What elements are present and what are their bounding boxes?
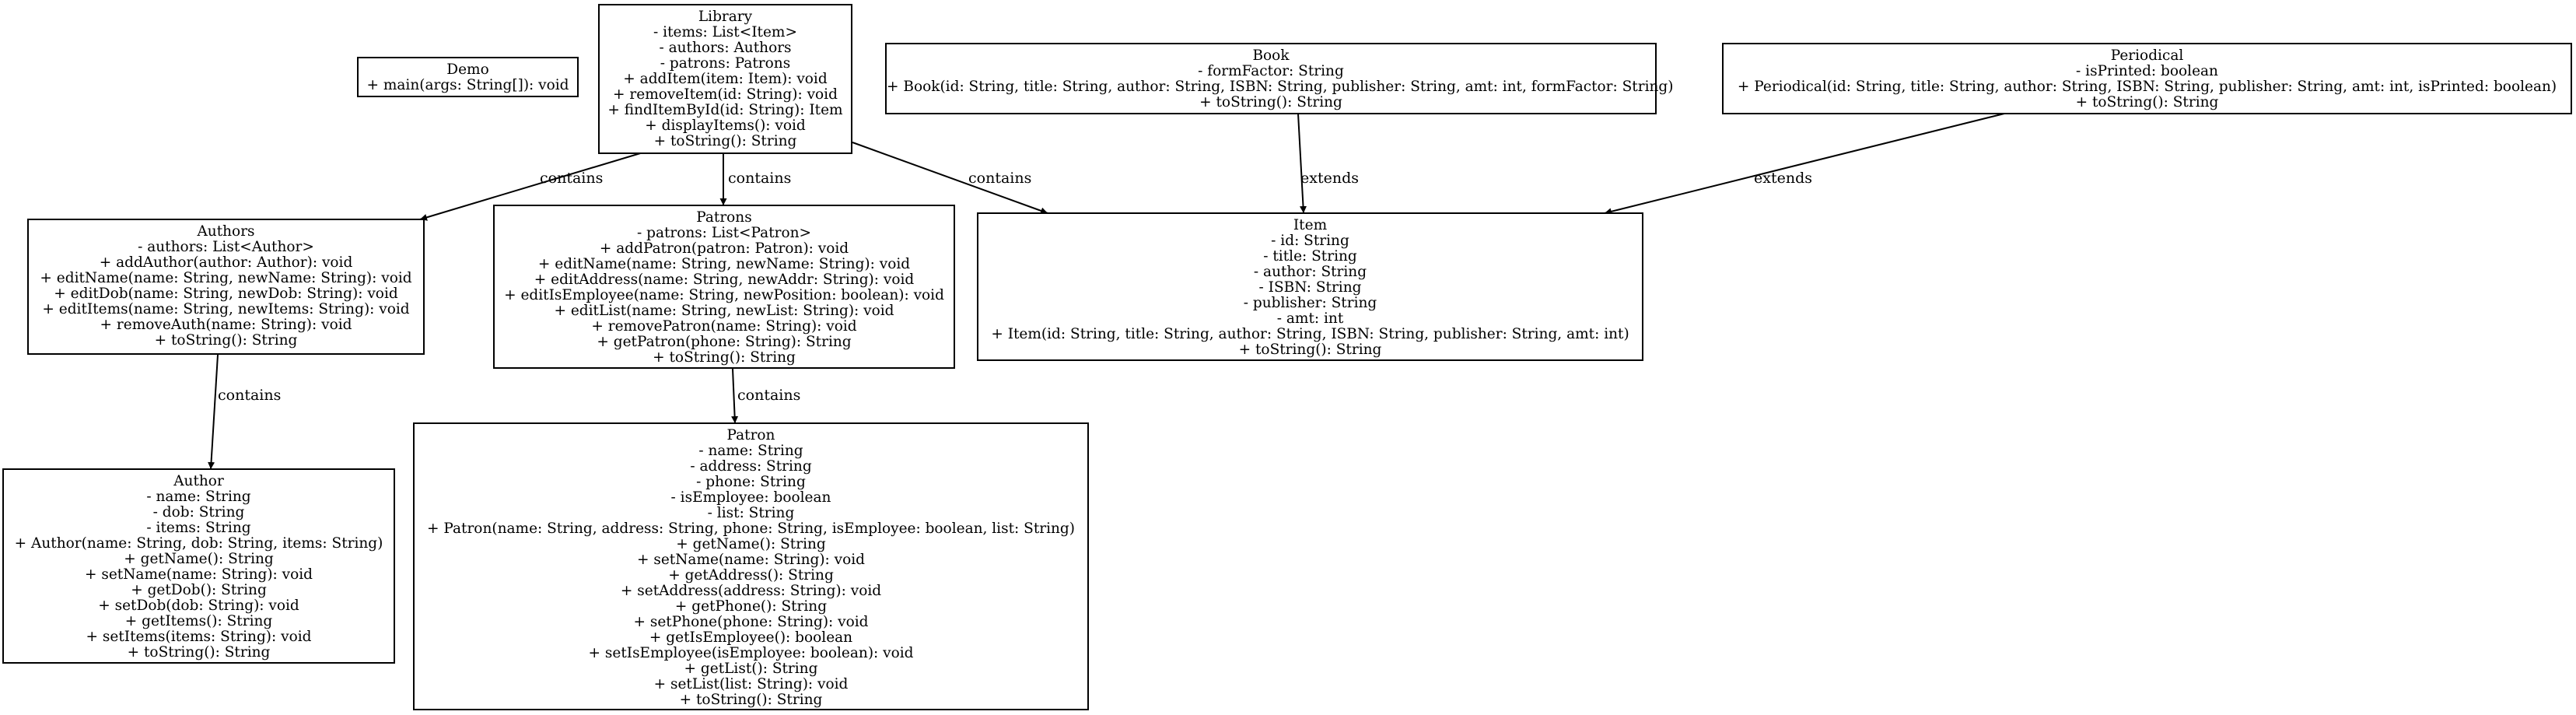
class-member: + removePatron(name: String): void	[591, 318, 857, 335]
class-member: + Author(name: String, dob: String, item…	[14, 535, 383, 552]
class-member: + getName(): String	[676, 536, 826, 552]
class-library: Library- items: List<Item>- authors: Aut…	[598, 4, 852, 154]
class-title: Periodical	[2110, 47, 2184, 64]
edge-label-book-to-item: extends	[1300, 170, 1359, 187]
edge-book-to-item	[1297, 113, 1307, 214]
class-member: + toString(): String	[127, 644, 271, 661]
class-title: Authors	[197, 223, 255, 240]
class-demo: Demo+ main(args: String[]): void	[357, 57, 579, 97]
class-member: + getDob(): String	[131, 582, 267, 598]
class-title: Item	[1293, 217, 1328, 233]
class-title: Demo	[446, 61, 489, 78]
class-member: + getIsEmployee(): boolean	[649, 629, 853, 646]
class-member: - ISBN: String	[1258, 279, 1362, 296]
class-member: + setPhone(phone: String): void	[633, 614, 869, 630]
class-member: + addItem(item: Item): void	[623, 71, 828, 87]
edge-periodical-to-item	[1604, 113, 2005, 216]
class-member: + setName(name: String): void	[84, 566, 313, 583]
class-periodical: Periodical- isPrinted: boolean+ Periodic…	[1722, 43, 2572, 114]
class-patron: Patron- name: String- address: String- p…	[413, 422, 1089, 710]
class-member: + toString(): String	[679, 692, 823, 708]
class-member: + getPatron(phone: String): String	[597, 334, 852, 350]
class-member: + addAuthor(author: Author): void	[99, 254, 353, 271]
class-member: + getName(): String	[124, 551, 274, 567]
class-member: - title: String	[1263, 248, 1357, 265]
edge-label-library-to-authors: contains	[540, 170, 603, 187]
edge-label-periodical-to-item: extends	[1754, 170, 1812, 187]
class-member: + addPatron(patron: Patron): void	[599, 240, 849, 257]
class-member: - patrons: List<Patron>	[636, 225, 812, 241]
class-member: - publisher: String	[1243, 295, 1377, 311]
class-member: + Periodical(id: String, title: String, …	[1737, 79, 2557, 95]
class-member: + setItems(items: String): void	[86, 629, 312, 645]
class-member: + toString(): String	[653, 133, 797, 149]
class-member: + setDob(dob: String): void	[98, 598, 299, 614]
class-member: + removeItem(id: String): void	[613, 86, 838, 103]
edge-label-library-to-patrons: contains	[728, 170, 791, 187]
class-member: - items: String	[146, 520, 251, 536]
class-member: - phone: String	[696, 474, 806, 490]
class-member: - isPrinted: boolean	[2076, 63, 2218, 79]
class-member: + editItems(name: String, newItems: Stri…	[42, 301, 410, 317]
class-member: + findItemById(id: String): Item	[607, 102, 843, 118]
class-member: - amt: int	[1276, 310, 1344, 327]
edge-label-authors-to-author: contains	[218, 387, 281, 404]
class-member: + removeAuth(name: String): void	[100, 317, 352, 333]
edge-authors-to-author	[208, 354, 219, 470]
class-title: Patrons	[696, 209, 752, 226]
class-member: - authors: Authors	[659, 40, 792, 56]
class-member: + setAddress(address: String): void	[620, 583, 882, 599]
class-authors: Authors- authors: List<Author>+ addAutho…	[27, 219, 425, 355]
class-member: - address: String	[690, 458, 812, 475]
class-member: - items: List<Item>	[653, 24, 797, 40]
class-member: - list: String	[707, 505, 795, 521]
class-member: + getList(): String	[684, 661, 818, 677]
class-author: Author- name: String- dob: String- items…	[2, 468, 395, 664]
class-title: Library	[698, 9, 753, 25]
class-member: + toString(): String	[653, 349, 796, 366]
class-member: - id: String	[1271, 233, 1349, 249]
edge-label-library-to-item: contains	[968, 170, 1031, 187]
class-item: Item- id: String- title: String- author:…	[977, 212, 1643, 361]
class-member: + editDob(name: String, newDob: String):…	[54, 286, 398, 302]
class-title: Book	[1252, 47, 1290, 64]
class-member: + main(args: String[]): void	[366, 77, 569, 93]
class-member: - authors: List<Author>	[138, 239, 314, 255]
class-member: - isEmployee: boolean	[670, 489, 831, 506]
class-member: + displayItems(): void	[645, 117, 806, 134]
class-member: + editName(name: String, newName: String…	[537, 256, 911, 272]
class-member: + toString(): String	[1238, 342, 1382, 358]
class-member: + toString(): String	[2075, 94, 2219, 110]
class-member: + editAddress(name: String, newAddr: Str…	[534, 272, 915, 288]
class-member: + editIsEmployee(name: String, newPositi…	[504, 287, 944, 303]
class-title: Author	[173, 473, 224, 489]
class-member: + toString(): String	[154, 332, 298, 349]
class-member: - name: String	[698, 443, 803, 459]
class-member: + getItems(): String	[124, 613, 273, 629]
class-member: + getPhone(): String	[674, 598, 828, 615]
class-member: + Item(id: String, title: String, author…	[991, 326, 1629, 342]
class-book: Book- formFactor: String+ Book(id: Strin…	[885, 43, 1674, 114]
class-member: + Patron(name: String, address: String, …	[427, 520, 1075, 537]
class-member: - name: String	[146, 489, 251, 505]
class-member: - formFactor: String	[1198, 63, 1344, 79]
edge-patrons-to-patron	[731, 368, 739, 424]
class-member: + setName(name: String): void	[636, 552, 866, 568]
class-member: - patrons: Patrons	[660, 55, 791, 72]
class-member: + Book(id: String, title: String, author…	[887, 79, 1674, 95]
class-member: + setList(list: String): void	[653, 676, 849, 692]
edge-library-to-item	[852, 142, 1048, 215]
class-member: - author: String	[1253, 264, 1367, 280]
class-title: Patron	[726, 427, 775, 443]
class-member: + getAddress(): String	[668, 567, 834, 584]
edge-label-patrons-to-patron: contains	[737, 387, 800, 404]
class-member: - dob: String	[152, 504, 245, 520]
class-member: + setIsEmployee(isEmployee: boolean): vo…	[588, 645, 914, 661]
class-member: + editList(name: String, newList: String…	[554, 303, 894, 319]
class-patrons: Patrons- patrons: List<Patron>+ addPatro…	[493, 205, 955, 369]
class-member: + editName(name: String, newName: String…	[40, 270, 412, 286]
class-member: + toString(): String	[1199, 94, 1342, 110]
